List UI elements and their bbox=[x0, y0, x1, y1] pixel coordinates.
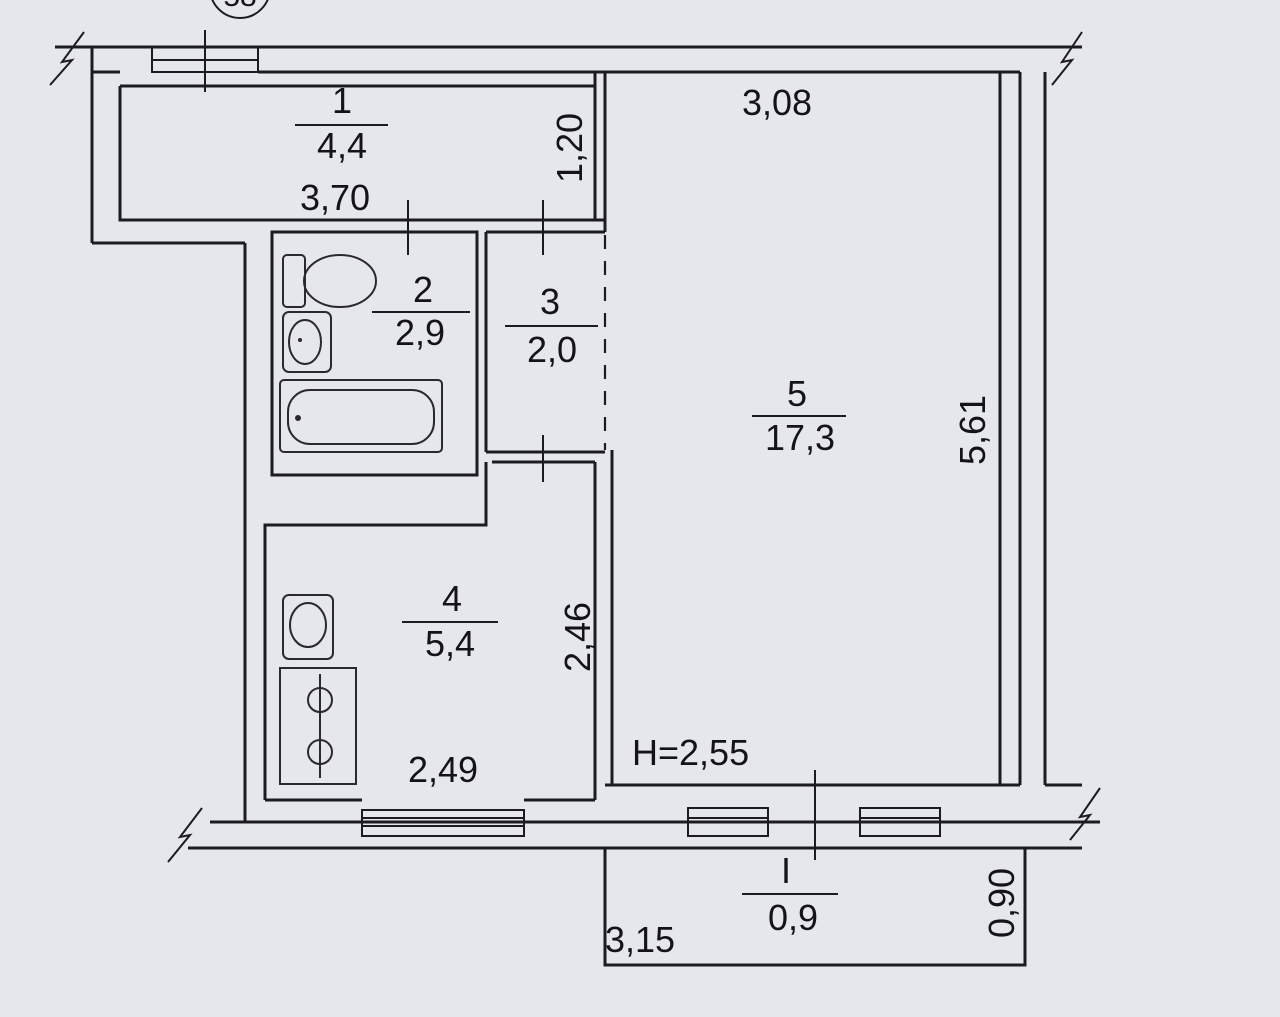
balcony-label: I 0,9 bbox=[742, 850, 838, 938]
dim-room5-length: 5,61 bbox=[952, 395, 993, 465]
room-area: 2,9 bbox=[395, 312, 445, 353]
room-1-label: 1 4,4 bbox=[295, 80, 388, 166]
room-number: I bbox=[781, 850, 791, 891]
room-5-label: 5 17,3 bbox=[752, 373, 846, 458]
dim-room4-width: 2,49 bbox=[408, 749, 478, 790]
room-number: 4 bbox=[442, 578, 462, 619]
corner-mark: 58 bbox=[211, 0, 269, 19]
stove-icon bbox=[279, 667, 357, 785]
dim-room4-length: 2,46 bbox=[557, 602, 598, 672]
room-area: 0,9 bbox=[768, 897, 818, 938]
room-4-label: 4 5,4 bbox=[402, 578, 498, 664]
room-area: 4,4 bbox=[317, 125, 367, 166]
room-area: 5,4 bbox=[425, 623, 475, 664]
dim-balcony-width: 3,15 bbox=[605, 919, 675, 960]
room-3-label: 3 2,0 bbox=[505, 281, 598, 370]
bathtub-icon bbox=[279, 379, 443, 453]
room-3-outline bbox=[484, 230, 605, 482]
room-number: 2 bbox=[413, 269, 433, 310]
room-number: 5 bbox=[787, 373, 807, 414]
room-number: 3 bbox=[540, 281, 560, 322]
room-1-outline bbox=[118, 30, 605, 255]
room-2-outline bbox=[270, 230, 479, 477]
room-5-outline bbox=[603, 72, 1020, 787]
room-2-label: 2 2,9 bbox=[372, 269, 470, 353]
washbasin-icon bbox=[282, 311, 332, 373]
room-4-outline bbox=[263, 462, 597, 802]
room-number: 1 bbox=[332, 80, 352, 121]
kitchen-sink-icon bbox=[282, 594, 334, 660]
dim-balcony-depth: 0,90 bbox=[981, 868, 1022, 938]
room-area: 2,0 bbox=[527, 329, 577, 370]
ceiling-height: H=2,55 bbox=[632, 732, 749, 773]
balcony-outline bbox=[603, 848, 1027, 967]
dim-room5-width: 3,08 bbox=[742, 82, 812, 123]
room-area: 17,3 bbox=[765, 417, 835, 458]
dim-room1-width: 3,70 bbox=[300, 177, 370, 218]
toilet-icon bbox=[282, 254, 377, 308]
corner-mark-label: 58 bbox=[223, 0, 256, 13]
dim-room1-depth: 1,20 bbox=[549, 113, 590, 183]
